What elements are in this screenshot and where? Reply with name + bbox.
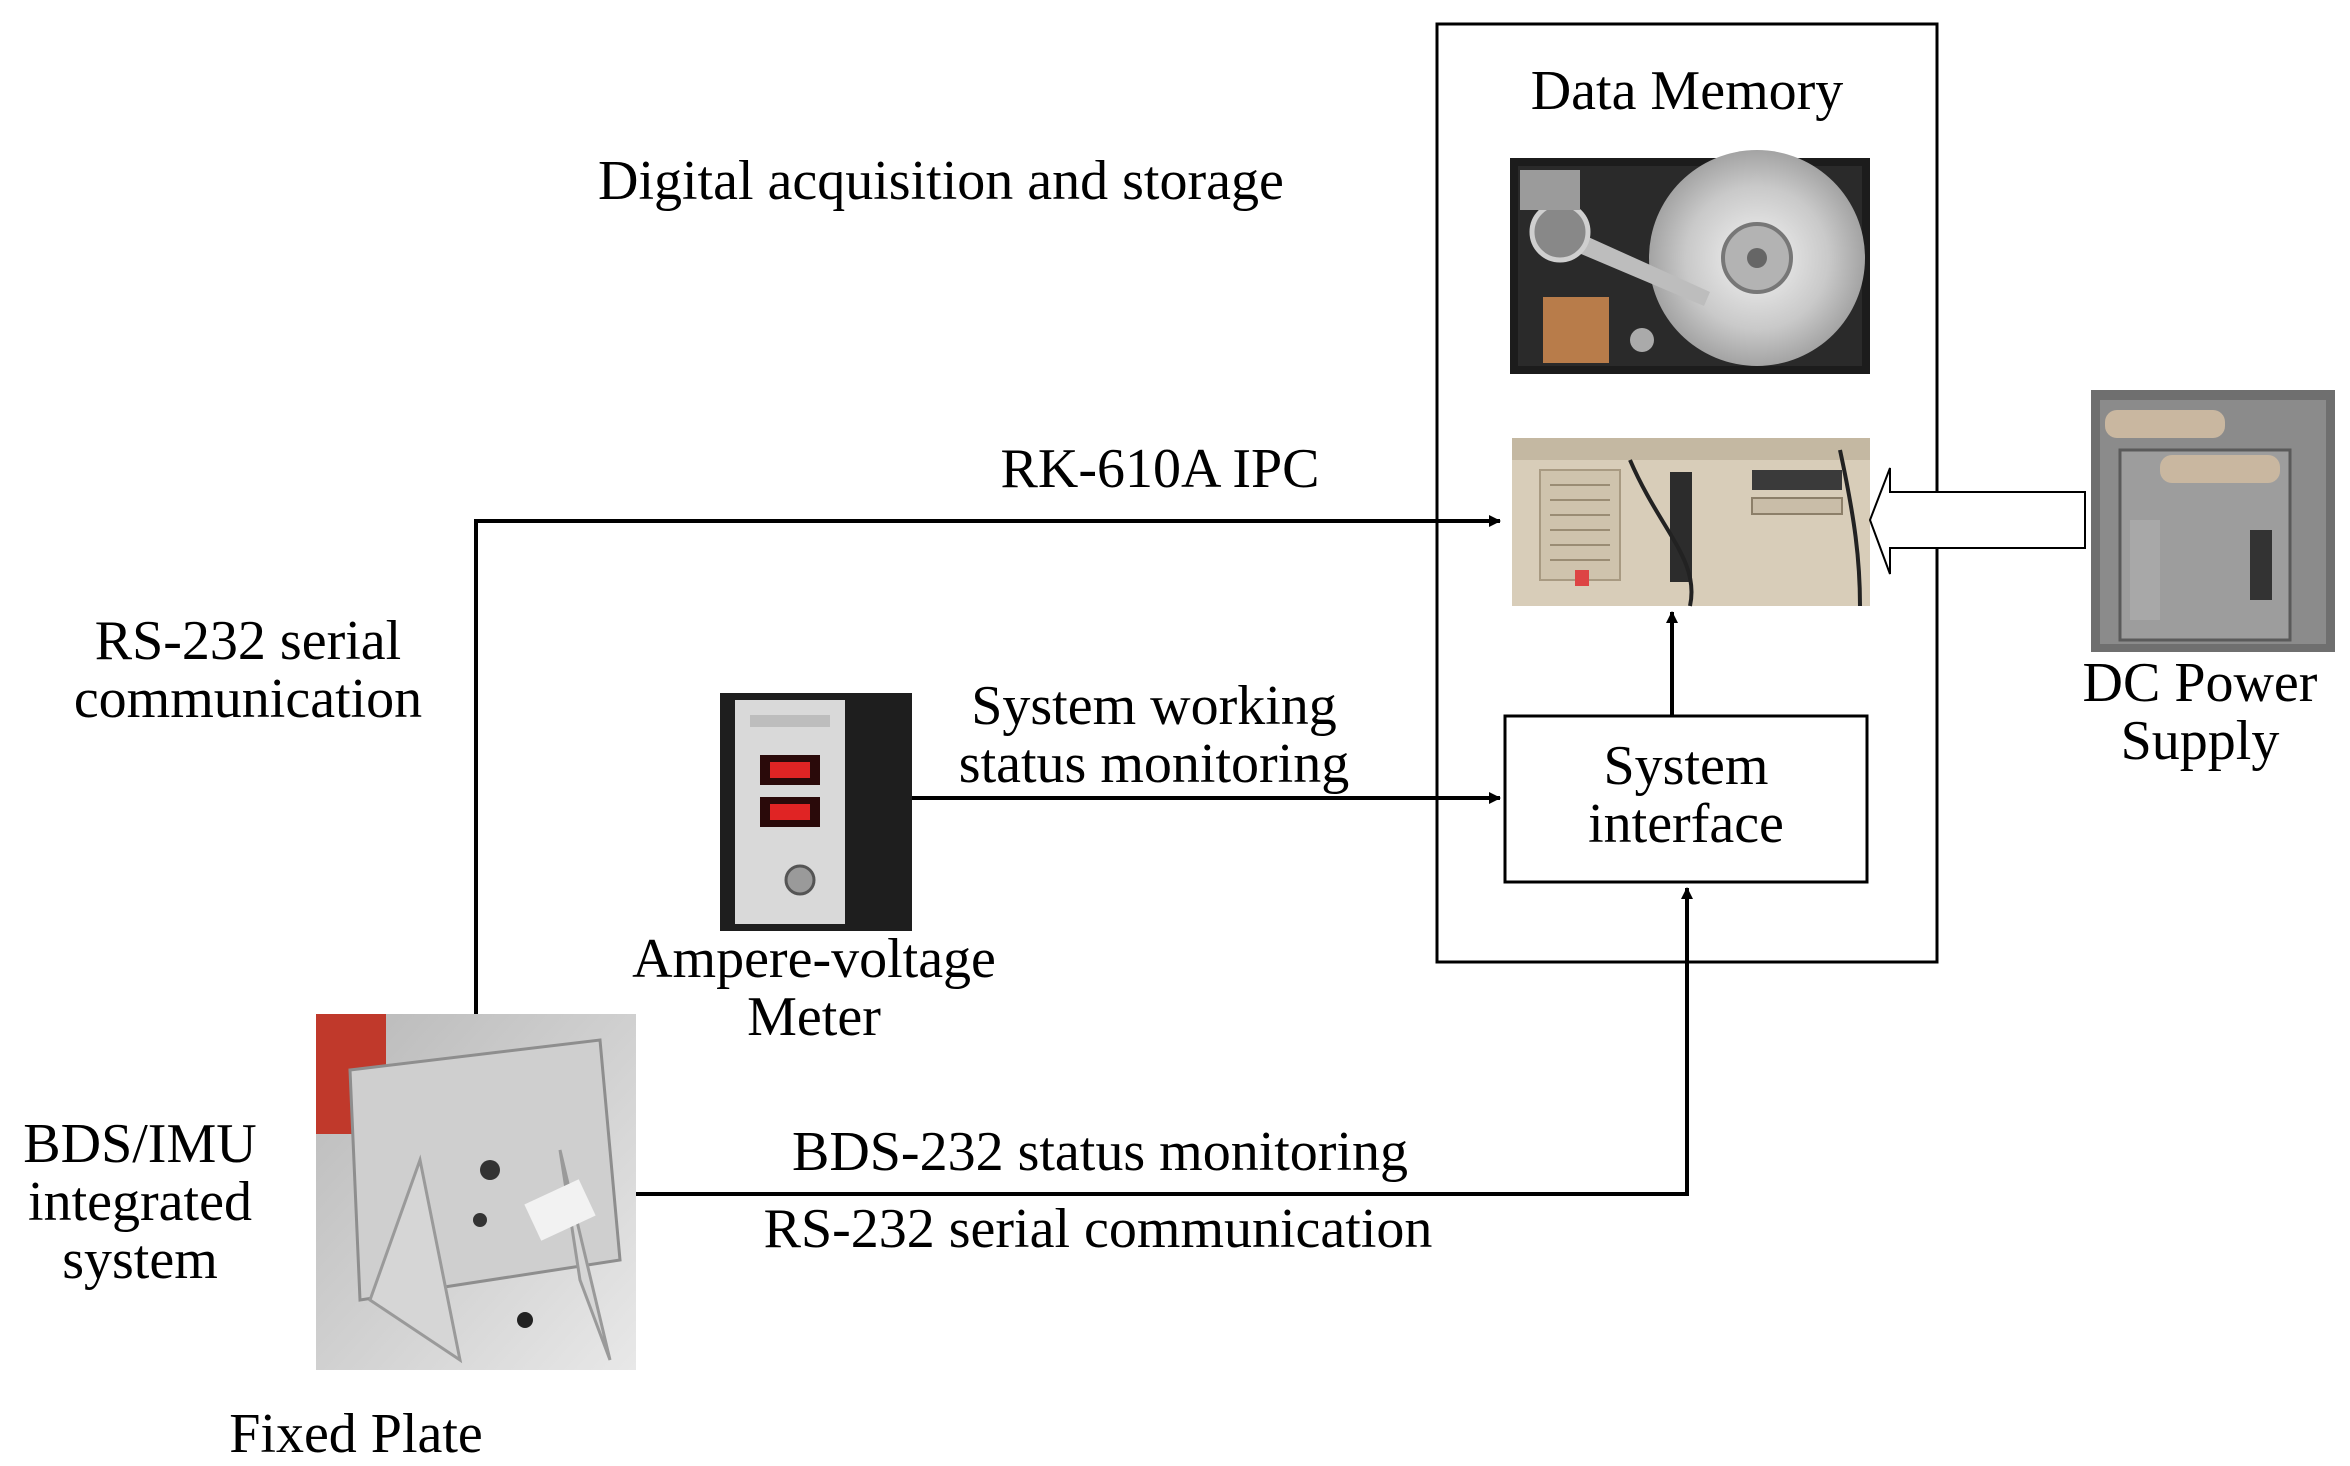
rs232-ipc-connector	[474, 515, 1501, 1014]
ampere-voltage-meter-line-2: Meter	[747, 986, 881, 1048]
ampere-voltage-meter-photo-icon	[720, 693, 912, 931]
bds-imu-system-line-2: integrated	[28, 1171, 252, 1233]
bds-imu-system-line-1: BDS/IMU	[23, 1113, 257, 1175]
system-interface-line-2: interface	[1588, 793, 1784, 855]
rs232-serial-label: RS-232 serial communication	[74, 612, 422, 728]
bds-imu-system-label: BDS/IMU integrated system	[23, 1115, 256, 1289]
system-interface-box	[1503, 714, 1869, 884]
system-interface-label: System interface	[1588, 737, 1784, 853]
rs232-serial-line-2: communication	[73, 668, 423, 730]
rs232-serial-line-1: RS-232 serial	[94, 610, 402, 672]
dc-power-supply-photo-icon	[2091, 390, 2335, 652]
industrial-pc-photo-icon	[1512, 438, 1870, 607]
system-working-status-label: System working status monitoring	[959, 677, 1349, 793]
ampere-voltage-meter-line-1: Ampere-voltage	[632, 928, 996, 990]
data-memory-label: Data Memory	[1530, 60, 1844, 122]
power-supply-hollow-arrow	[1868, 467, 2086, 575]
dc-power-supply-label: DC Power Supply	[2083, 654, 2318, 770]
fixed-plate-label: Fixed Plate	[229, 1403, 483, 1465]
rk610a-ipc-label: RK-610A IPC	[1000, 438, 1320, 500]
rs232-serial-bottom-label: RS-232 serial communication	[763, 1198, 1433, 1260]
dc-power-supply-line-2: Supply	[2120, 710, 2280, 772]
ampere-voltage-meter-label: Ampere-voltage Meter	[632, 930, 996, 1046]
system-interface-line-1: System	[1603, 735, 1769, 797]
bds-imu-system-line-3: system	[62, 1229, 218, 1291]
system-working-status-line-1: System working	[971, 675, 1337, 737]
system-working-status-line-2: status monitoring	[958, 733, 1350, 795]
bds-imu-device-photo-icon	[316, 1014, 636, 1370]
dc-power-supply-line-1: DC Power	[2082, 652, 2318, 714]
digital-acquisition-label: Digital acquisition and storage	[598, 150, 1284, 212]
bds232-interface-connector	[636, 887, 1693, 1196]
bds232-status-label: BDS-232 status monitoring	[791, 1121, 1409, 1183]
hard-disk-photo-icon	[1510, 150, 1870, 374]
